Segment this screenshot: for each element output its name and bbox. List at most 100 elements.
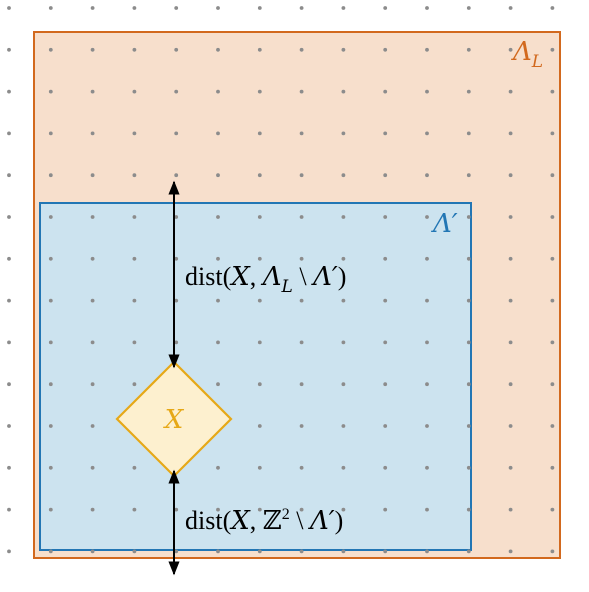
lattice-point: [508, 215, 513, 219]
lattice-point: [508, 173, 513, 178]
lattice-point: [174, 131, 179, 136]
lattice-point: [425, 131, 429, 136]
lattice-point: [425, 340, 429, 345]
lattice-point: [48, 256, 53, 261]
lattice-point: [508, 298, 513, 303]
lattice-point: [7, 340, 11, 345]
lattice-point: [466, 89, 471, 94]
lattice-point: [48, 215, 53, 219]
lattice-point: [7, 89, 11, 94]
lattice-point: [90, 340, 95, 345]
lattice-point: [48, 298, 53, 303]
lattice-point: [550, 131, 555, 136]
lattice-point: [90, 424, 95, 428]
lattice-point: [7, 256, 11, 261]
lattice-point: [341, 89, 346, 94]
lattice-point: [341, 298, 346, 303]
lattice-point: [216, 549, 220, 554]
lattice-point: [466, 215, 471, 219]
lattice-point: [48, 173, 53, 178]
lattice-point: [48, 89, 53, 94]
lattice-point: [550, 382, 555, 387]
lattice-point: [383, 256, 388, 261]
lattice-point: [7, 47, 11, 52]
lattice-point: [383, 47, 388, 52]
lattice-point: [299, 173, 304, 178]
lattice-point: [383, 507, 388, 512]
lattice-point: [257, 340, 262, 345]
lattice-point: [174, 89, 179, 94]
lattice-point: [341, 507, 346, 512]
lattice-point: [299, 6, 304, 10]
lattice-point: [508, 89, 513, 94]
lattice-point: [90, 507, 95, 512]
lattice-point: [257, 507, 262, 512]
lattice-point: [90, 465, 95, 470]
lattice-point: [257, 256, 262, 261]
lattice-point: [550, 465, 555, 470]
lattice-point: [48, 131, 53, 136]
lattice-point: [341, 340, 346, 345]
lattice-point: [425, 382, 429, 387]
lattice-point: [508, 424, 513, 428]
lattice-point: [383, 131, 388, 136]
lattice-point: [425, 507, 429, 512]
lattice-point: [7, 424, 11, 428]
lattice-point: [466, 465, 471, 470]
lattice-point: [174, 173, 179, 178]
lattice-point: [7, 382, 11, 387]
lattice-point: [299, 549, 304, 554]
lattice-point: [383, 173, 388, 178]
lattice-point: [132, 507, 137, 512]
lattice-point: [299, 215, 304, 219]
lattice-point: [132, 256, 137, 261]
lattice-point: [299, 298, 304, 303]
lattice-point: [7, 549, 11, 554]
lattice-point: [341, 215, 346, 219]
lattice-point: [7, 215, 11, 219]
lattice-point: [132, 382, 137, 387]
lattice-point: [257, 89, 262, 94]
lattice-point: [425, 549, 429, 554]
lattice-point: [132, 6, 137, 10]
lattice-point: [48, 424, 53, 428]
lattice-point: [257, 549, 262, 554]
lattice-point: [508, 465, 513, 470]
lattice-point: [216, 215, 220, 219]
lattice-point: [383, 89, 388, 94]
lattice-point: [508, 47, 513, 52]
upper-distance-label: dist(X, ΛL \ Λ′): [185, 262, 346, 297]
lattice-point: [216, 131, 220, 136]
lattice-point: [383, 549, 388, 554]
lattice-point: [550, 6, 555, 10]
lattice-point: [48, 340, 53, 345]
lattice-point: [466, 173, 471, 178]
lattice-point: [550, 507, 555, 512]
lattice-point: [341, 131, 346, 136]
lattice-point: [550, 549, 555, 554]
lattice-point: [48, 465, 53, 470]
lattice-point: [508, 549, 513, 554]
lattice-point: [216, 256, 220, 261]
lattice-point: [257, 6, 262, 10]
lattice-point: [341, 382, 346, 387]
lattice-point: [90, 549, 95, 554]
lattice-point: [216, 47, 220, 52]
lattice-point: [425, 6, 429, 10]
lattice-point: [508, 507, 513, 512]
lattice-point: [90, 173, 95, 178]
lattice-point: [48, 549, 53, 554]
lattice-point: [341, 424, 346, 428]
lattice-point: [383, 340, 388, 345]
lattice-point: [48, 382, 53, 387]
lattice-point: [550, 424, 555, 428]
lower-distance-label: dist(X, ℤ2 \ Λ′): [185, 506, 343, 536]
lattice-point: [466, 424, 471, 428]
lattice-point: [383, 382, 388, 387]
lattice-point: [299, 507, 304, 512]
lattice-point: [132, 340, 137, 345]
lattice-point: [216, 465, 220, 470]
lattice-point: [132, 465, 137, 470]
lattice-point: [216, 173, 220, 178]
